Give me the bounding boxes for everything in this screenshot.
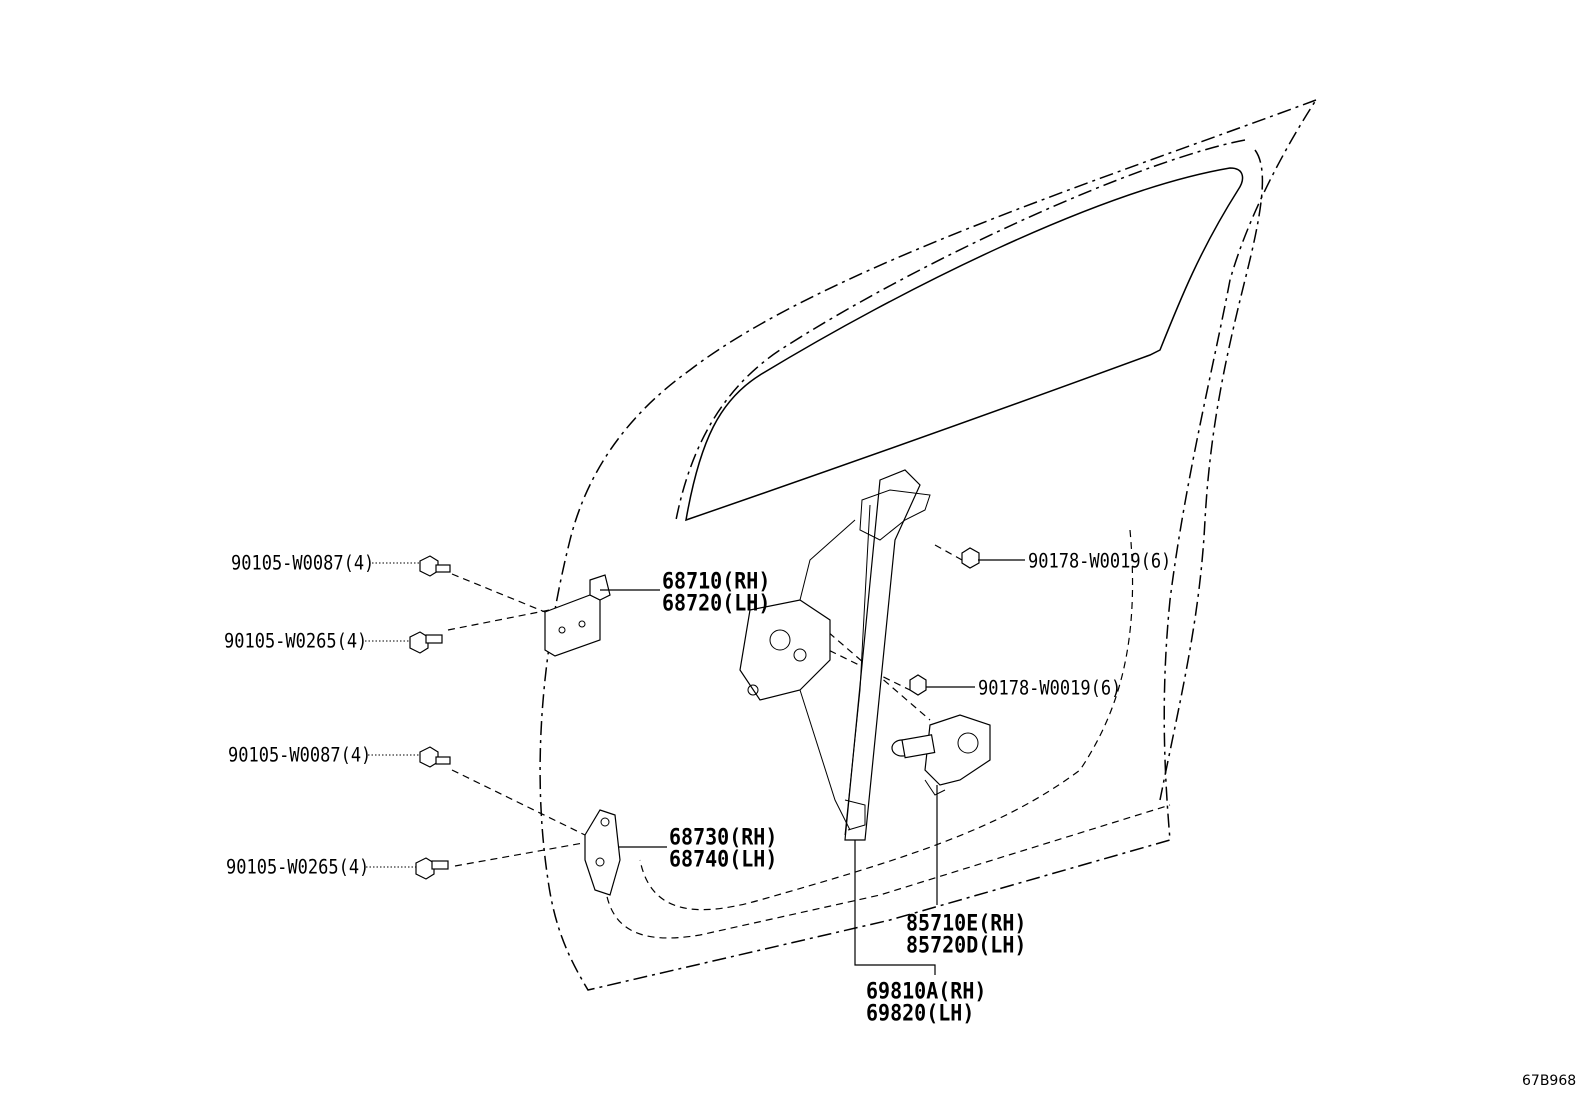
label-hinge-upper-rh: 68710(RH) xyxy=(662,567,771,595)
label-bolt-upper-a: 90105-W0087(4) xyxy=(231,552,375,575)
window-frame-right xyxy=(1159,149,1264,801)
window-glass xyxy=(685,167,1244,522)
nut-icon xyxy=(909,674,927,696)
label-hinge-lower-lh: 68740(LH) xyxy=(669,845,778,873)
label-regulator-lh: 69820(LH) xyxy=(866,999,975,1027)
regulator-motor xyxy=(891,714,991,796)
bolt-icon xyxy=(419,746,451,768)
inner-panel-lower xyxy=(604,804,1171,939)
bolt-icon xyxy=(415,857,449,880)
label-hinge-upper-lh: 68720(LH) xyxy=(662,589,771,617)
label-nut-lower: 90178-W0019(6) xyxy=(978,677,1122,700)
diagram-code: 67B968 xyxy=(1522,1073,1577,1089)
window-frame xyxy=(675,139,1246,521)
bolt-icon xyxy=(409,631,443,654)
label-bolt-lower-a: 90105-W0087(4) xyxy=(228,744,372,767)
inner-panel xyxy=(639,529,1134,911)
label-motor-rh: 85710E(RH) xyxy=(906,909,1027,937)
nut-icon xyxy=(961,547,980,569)
bolt-icon xyxy=(419,555,451,577)
upper-hinge-bracket xyxy=(544,574,611,657)
label-regulator-rh: 69810A(RH) xyxy=(866,977,987,1005)
door-outline xyxy=(539,98,1318,991)
lower-hinge-bracket xyxy=(584,809,621,896)
window-regulator xyxy=(739,469,931,841)
label-bolt-upper-b: 90105-W0265(4) xyxy=(224,630,368,653)
label-hinge-lower-rh: 68730(RH) xyxy=(669,823,778,851)
label-nut-upper: 90178-W0019(6) xyxy=(1028,550,1172,573)
label-motor-lh: 85720D(LH) xyxy=(906,931,1027,959)
label-bolt-lower-b: 90105-W0265(4) xyxy=(226,856,370,879)
